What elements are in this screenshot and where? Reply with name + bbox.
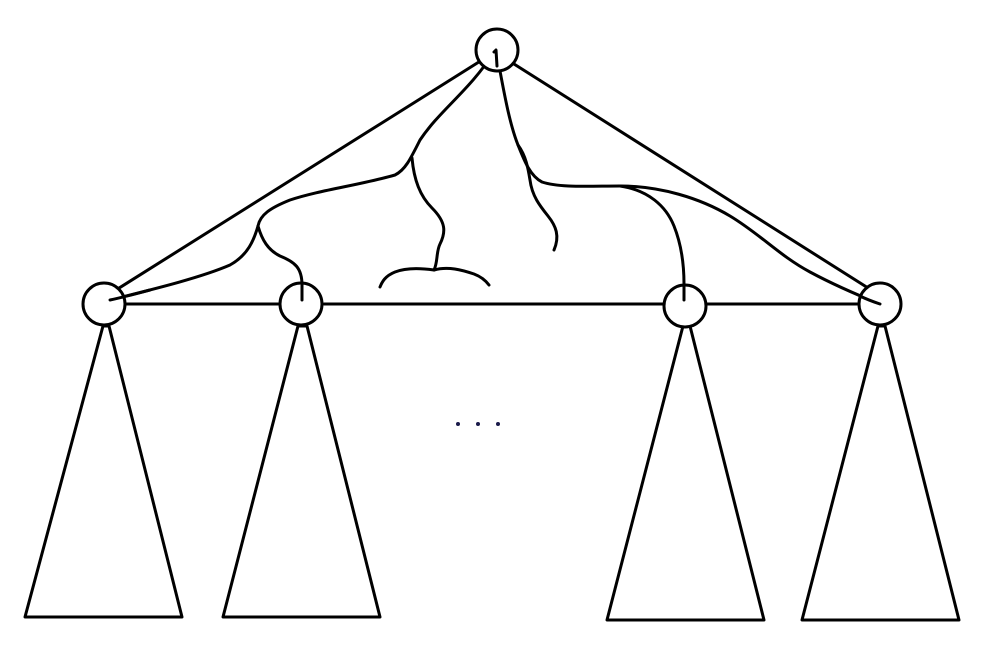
- path-inner-left-fork: [378, 267, 436, 289]
- edge-root-to-child-4: [512, 62, 878, 295]
- subtree-4: [800, 324, 961, 622]
- path-root-start: [492, 48, 499, 68]
- path-right-main-end: [858, 294, 882, 306]
- child-node-2: [278, 281, 324, 327]
- path-left-branch-to-child-2: [256, 224, 304, 302]
- subtree-3: [605, 324, 766, 622]
- subtree-1: [23, 324, 184, 619]
- path-left-main-end: [108, 288, 152, 302]
- path-left-inner-branch: [410, 156, 446, 272]
- path-inner-right-fork: [432, 266, 491, 287]
- path-right-dead-end: [516, 143, 559, 252]
- ellipsis-dots: [456, 422, 500, 426]
- subtree-2: [221, 324, 382, 619]
- child-node-1: [81, 281, 127, 327]
- path-left-main: [108, 50, 496, 302]
- edge-root-to-child-1: [106, 58, 484, 297]
- path-right-branch-to-child-3: [618, 184, 686, 302]
